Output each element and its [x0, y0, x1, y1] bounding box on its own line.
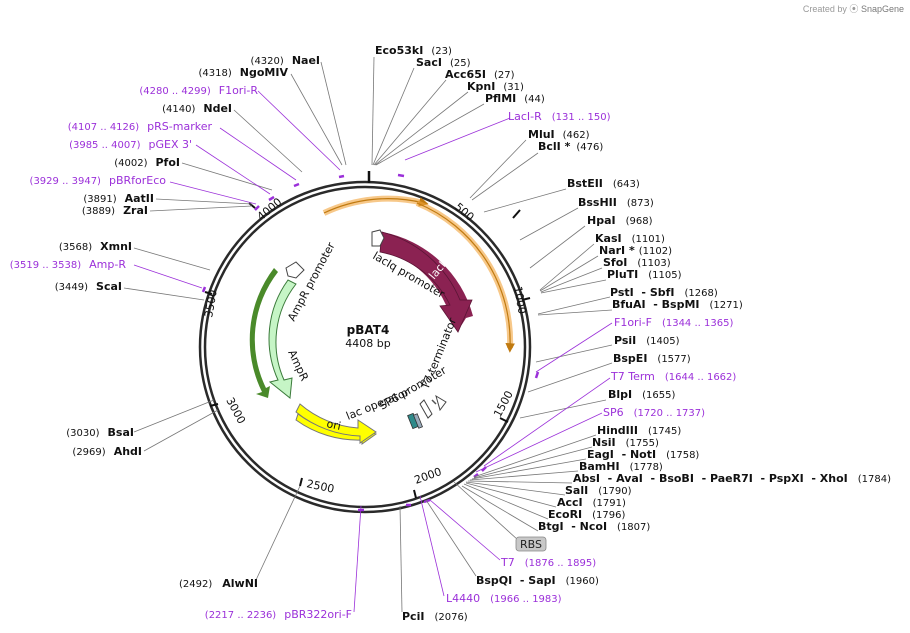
enzyme-label[interactable]: BspQI - SapI(1960) — [476, 574, 599, 587]
enzyme-label[interactable]: SalI(1790) — [565, 484, 632, 497]
enzyme-label[interactable]: BssHII(873) — [578, 196, 654, 209]
feature-orange-right[interactable] — [415, 200, 515, 353]
ori-label: ori — [325, 417, 342, 433]
plasmid-size: 4408 bp — [345, 337, 390, 350]
primer-label[interactable]: LacI-R(131 .. 150) — [508, 110, 611, 123]
enzyme-label[interactable]: AccI(1791) — [557, 496, 626, 509]
primer-label[interactable]: T7 Term(1644 .. 1662) — [610, 370, 736, 383]
primer-label[interactable]: (2217 .. 2236)pBR322ori-F — [205, 608, 352, 621]
enzyme-label[interactable]: HindIII(1745) — [597, 424, 681, 437]
tick-label: 3500 — [202, 289, 220, 319]
enzyme-label[interactable]: PstI - SbfI(1268) — [610, 286, 718, 299]
AmpR-promoter-label: AmpR promoter — [285, 240, 338, 324]
enzyme-label[interactable]: (3889)ZraI — [82, 204, 148, 217]
rbs-label: RBS — [520, 538, 542, 551]
tick-label: 1500 — [491, 389, 516, 420]
enzyme-label[interactable]: AbsI - AvaI - BsoBI - PaeR7I - PspXI - X… — [573, 472, 891, 485]
enzyme-label[interactable]: Acc65I(27) — [445, 68, 515, 81]
credit-prefix: Created by — [802, 4, 847, 14]
enzyme-label[interactable]: (2969)AhdI — [72, 445, 142, 458]
primer-label[interactable]: SP6(1720 .. 1737) — [603, 406, 705, 419]
enzyme-label[interactable]: (4318)NgoMIV — [199, 66, 289, 79]
lac-operator-label: lac operator — [344, 386, 411, 423]
tick-label: 2500 — [305, 477, 335, 496]
enzyme-label[interactable]: PflMI(44) — [485, 92, 545, 105]
enzyme-label[interactable]: BlpI(1655) — [608, 388, 675, 401]
primer-label[interactable]: (4107 .. 4126)pRS-marker — [68, 120, 213, 133]
primer-label[interactable]: F1ori-F(1344 .. 1365) — [614, 316, 733, 329]
enzyme-label[interactable]: SacI(25) — [416, 56, 471, 69]
enzyme-label[interactable]: NarI *(1102) — [599, 244, 672, 257]
enzyme-label[interactable]: PluTI(1105) — [607, 268, 682, 281]
feature-lacIq-promoter-arrow[interactable] — [371, 229, 385, 247]
tick-label: 500 — [452, 200, 476, 223]
enzyme-labels-right: BstEII(643) BssHII(873) HpaI(968) KasI(1… — [538, 177, 891, 533]
enzyme-label[interactable]: (3891)AatII — [83, 192, 154, 205]
primer-leaders — [133, 90, 613, 613]
enzyme-label[interactable]: PsiI(1405) — [614, 334, 680, 347]
enzyme-label[interactable]: BamHI(1778) — [579, 460, 663, 473]
enzyme-label[interactable]: EagI - NotI(1758) — [587, 448, 699, 461]
plasmid-name: pBAT4 — [347, 323, 390, 337]
enzyme-label[interactable]: (3568)XmnI — [59, 240, 132, 253]
tick-label: 1000 — [511, 285, 529, 315]
enzyme-label[interactable]: PciI(2076) — [402, 610, 468, 623]
primer-label[interactable]: L4440(1966 .. 1983) — [446, 592, 562, 605]
enzyme-label[interactable]: BstEII(643) — [567, 177, 640, 190]
feature-AmpR-promoter-arrow[interactable] — [285, 261, 305, 279]
enzyme-label[interactable]: HpaI(968) — [587, 214, 653, 227]
primer-labels-left: (2217 .. 2236)pBR322ori-F (4280 .. 4299)… — [10, 84, 352, 621]
feature-lac-operator[interactable] — [407, 412, 423, 430]
enzyme-label[interactable]: BtgI - NcoI(1807) — [538, 520, 650, 533]
enzyme-label[interactable]: BfuAI - BspMI(1271) — [612, 298, 743, 311]
feature-ori[interactable]: ori — [295, 403, 378, 445]
enzyme-label[interactable]: EcoRI(1796) — [548, 508, 626, 521]
enzyme-label[interactable]: SfoI(1103) — [603, 256, 671, 269]
primer-marks — [201, 173, 540, 512]
enzyme-label[interactable]: (4002)PfoI — [114, 156, 180, 169]
enzyme-label[interactable]: (4320)NaeI — [251, 54, 320, 67]
enzyme-label[interactable]: (4140)NdeI — [162, 102, 232, 115]
enzyme-label[interactable]: MluI(462) — [528, 128, 590, 141]
enzyme-label[interactable]: KpnI(31) — [467, 80, 524, 93]
leader-lines — [123, 56, 613, 613]
feature-lacI[interactable]: lacI — [379, 231, 473, 333]
snapgene-logo-icon: ⦿ — [849, 4, 859, 14]
tick-label: 3000 — [223, 395, 248, 426]
primer-label[interactable]: (3985 .. 4007)pGEX 3' — [69, 138, 192, 151]
primer-label[interactable]: (4280 .. 4299)F1ori-R — [139, 84, 258, 97]
enzyme-label[interactable]: NsiI(1755) — [592, 436, 659, 449]
tick-label: 2000 — [413, 465, 444, 487]
feature-orange-top[interactable] — [322, 195, 429, 216]
enzyme-label[interactable]: BspEI(1577) — [613, 352, 691, 365]
enzyme-labels-bottom: BspQI - SapI(1960) PciI(2076) (2492)AlwN… — [179, 574, 599, 623]
created-by-credit: Created by ⦿ SnapGene — [803, 2, 904, 15]
rbs-badge[interactable]: RBS — [515, 536, 547, 552]
enzyme-label[interactable]: BclI *(476) — [538, 140, 603, 153]
credit-brand: SnapGene — [860, 4, 904, 14]
backbone — [198, 171, 532, 514]
primer-label[interactable]: (3929 .. 3947)pBRforEco — [30, 174, 167, 187]
primer-labels-right: LacI-R(131 .. 150) F1ori-F(1344 .. 1365)… — [446, 110, 736, 605]
enzyme-label[interactable]: (3449)ScaI — [55, 280, 122, 293]
primer-label[interactable]: T7(1876 .. 1895) — [500, 556, 596, 569]
AmpR-label: AmpR — [285, 348, 311, 384]
enzyme-label[interactable]: (2492)AlwNI — [179, 577, 258, 590]
enzyme-label[interactable]: (3030)BsaI — [66, 426, 134, 439]
enzyme-label[interactable]: KasI(1101) — [595, 232, 665, 245]
primer-label[interactable]: (3519 .. 3538)Amp-R — [10, 258, 127, 271]
feature-T7-terminator[interactable] — [431, 394, 447, 412]
enzyme-labels-top: Eco53kI(23) SacI(25) Acc65I(27) KpnI(31)… — [375, 44, 603, 153]
enzyme-labels-left: (4320)NaeI (4318)NgoMIV (4140)NdeI (4002… — [55, 54, 320, 458]
enzyme-label[interactable]: Eco53kI(23) — [375, 44, 452, 57]
feature-SP6-promoter[interactable] — [419, 399, 433, 419]
